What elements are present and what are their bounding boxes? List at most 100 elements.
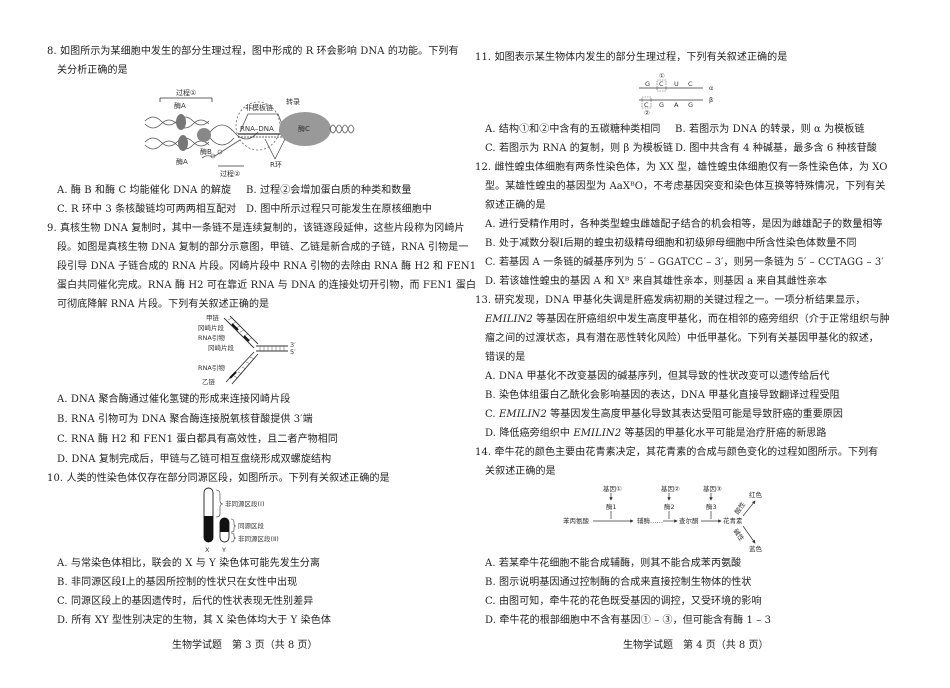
q10-stem-line1: 10. 人类的性染色体仅存在部分同源区段，如图所示。下列有关叙述正确的是 (47, 473, 390, 484)
q14-stem-line1: 14. 牵牛花的颜色主要由花青素决定，其花青素的合成与颜色变化的过程如图所示。下… (475, 447, 879, 458)
q12-stem-line3: 叙述正确的是 (485, 200, 546, 211)
q10-label-nonhomo2: 非同源区段(Ⅱ) (238, 534, 279, 543)
q10-label-homo: 同源区段 (238, 521, 265, 530)
q13-option-d[interactable]: D. 降低癌旁组织中 EMILIN2 等基因的甲基化水平可能是治疗肝癌的新思路 (485, 427, 827, 441)
q9-label-rna-primer2: RNA引物 (198, 363, 225, 372)
q14-anthocyanin: 花青素 (723, 516, 743, 525)
page-4-footer: 生物学试题 第 4 页（共 8 页） (623, 640, 769, 651)
q12-option-c[interactable]: C. 若基因 A 一条链的碱基序列为 5′ – GGATCC – 3′，则另一条… (485, 257, 884, 268)
q13-option-d-gene: EMILIN2 (573, 428, 622, 439)
q11-alpha-base-1: G (645, 80, 650, 88)
q8-option-d[interactable]: D. 图中所示过程只可能发生在原核细胞中 (246, 204, 433, 215)
q13-option-c-gene: EMILIN2 (498, 409, 547, 420)
q11-beta-base-4: G (688, 101, 693, 109)
q13-stem-line1: 13. 研究发现，DNA 甲基化失调是肝癌发病初期的关键过程之一。一项分析结果显… (475, 295, 866, 306)
q8-stem-line2: 关分析正确的是 (57, 65, 128, 76)
q14-enzyme3: 酶3 (706, 502, 717, 511)
q11-beta-base-2: G (659, 101, 664, 109)
q13-option-c-text: 等基因发生高度甲基化导致其表达受阻可能是导致肝癌的重要原因 (546, 409, 844, 420)
page-3: 8. 如图所示为某细胞中发生的部分生理过程，图中形成的 R 环会影响 DNA 的… (47, 46, 477, 651)
q11-alpha-label: α (709, 84, 713, 92)
q8-stem-line1: 8. 如图所示为某细胞中发生的部分生理过程，图中形成的 R 环会影响 DNA 的… (47, 46, 459, 57)
q10-option-a[interactable]: A. 与常染色体相比，联会的 X 与 Y 染色体可能先发生分离 (57, 558, 321, 569)
q14-option-d[interactable]: D. 牵牛花的根部细胞中不含有基因① – ③，但可能含有酶 1 – 3 (485, 615, 772, 626)
q8-option-b[interactable]: B. 过程②会增加蛋白质的种类和数量 (246, 185, 412, 196)
q8-label-process2: 过程② (220, 169, 240, 178)
q9-label-rna-primer1: RNA引物 (198, 333, 225, 342)
q11-beta-base-1: C (644, 101, 649, 109)
q11-stem-line1: 11. 如图表示某生物体内发生的部分生理过程，下列有关叙述正确的是 (475, 52, 788, 63)
q13-option-d-prefix: D. 降低癌旁组织中 (485, 428, 574, 439)
q13-stem-line2-text: 等基因在肝癌组织中发生高度甲基化，而在相邻的癌旁组织（介于正常组织与肿 (532, 314, 890, 325)
q14-coenzyme: 辅酶…… (637, 516, 663, 525)
q12-stem-line2: 型。某雄性蝗虫的基因型为 AaXᴮO，不考虑基因突变和染色体互换等特殊情况，下列… (485, 181, 886, 192)
q11-option-d[interactable]: D. 图中共含有 4 种碱基，最多含 6 种核苷酸 (675, 143, 877, 154)
q14-gene3: 基因③ (703, 484, 722, 493)
q13-option-d-text: 等基因的甲基化水平可能是治疗肝癌的新思路 (621, 428, 827, 439)
q12-option-a[interactable]: A. 进行受精作用时，各种类型蝗虫雌雄配子结合的机会相等，是因为雌雄配子的数量相… (485, 219, 883, 230)
q14-phenylalanine: 苯丙氨酸 (563, 516, 590, 525)
q14-red: 红色 (749, 490, 763, 499)
q14-gene2: 基因② (661, 484, 680, 493)
q8-label-process1: 过程① (176, 88, 196, 97)
q13-stem-line2: EMILIN2 等基因在肝癌组织中发生高度甲基化，而在相邻的癌旁组织（介于正常组… (485, 313, 890, 327)
q13-option-a[interactable]: A. DNA 甲基化不改变基因的碱基序列，但其导致的性状改变可以遗传给后代 (485, 371, 830, 382)
q13-gene-name: EMILIN2 (485, 314, 533, 325)
q8-option-a[interactable]: A. 酶 B 和酶 C 均能催化 DNA 的解旋 (57, 185, 232, 196)
q14-option-a[interactable]: A. 若某牵牛花细胞不能合成辅酶，则其不能合成苯丙氨酸 (485, 558, 742, 569)
q9-option-c[interactable]: C. RNA 酶 H2 和 FEN1 蛋白都具有高效性，且二者产物相同 (57, 434, 338, 445)
q14-figure-pathway: 基因① 酶1 苯丙氨酸 辅酶…… 基因② 酶2 查尔酮 基因③ 酶3 花青素 酸… (563, 483, 763, 555)
q13-stem-line4: 错误的是 (485, 352, 526, 363)
q10-label-nonhomo1: 非同源区段(Ⅰ) (225, 499, 265, 508)
q14-alkaline: 碱性 (731, 527, 746, 543)
q11-mark1: ① (659, 72, 665, 80)
q11-option-c[interactable]: C. 若图示为 RNA 的复制，则 β 为模板链 (485, 143, 674, 154)
q11-option-a[interactable]: A. 结构①和②中含有的五碳糖种类相同 (485, 124, 661, 135)
q10-label-y: Y (221, 546, 226, 554)
q9-stem-line4: 蛋白共同催化完成。RNA 酶 H2 可在靠近 RNA 与 DNA 的连接处切开引… (57, 280, 477, 291)
q9-option-a[interactable]: A. DNA 聚合酶通过催化氢键的形成来连接冈崎片段 (57, 394, 291, 405)
q14-option-b[interactable]: B. 图示说明基因通过控制酶的合成来直接控制生物体的性状 (485, 577, 752, 588)
q10-option-b[interactable]: B. 非同源区段Ⅰ上的基因所控制的性状只在女性中出现 (57, 577, 298, 588)
q11-alpha-base-4: C (688, 80, 693, 88)
q11-option-b[interactable]: B. 若图示为 DNA 的转录，则 α 为模板链 (675, 124, 865, 135)
q13-option-b[interactable]: B. 染色体组蛋白乙酰化会影响基因的表达，DNA 甲基化直接导致翻译过程受阻 (485, 390, 840, 401)
q14-chalcone: 查尔酮 (679, 516, 699, 525)
q8-label-rna-dna: RNA–DNA (240, 125, 274, 133)
q10-option-c[interactable]: C. 同源区段上的基因遗传时，后代的性状表现无性别差异 (57, 596, 314, 607)
q9-stem-line1: 9. 真核生物 DNA 复制时，其中一条链不是连续复制的，该链逐段延伸，这些片段… (47, 223, 465, 234)
q14-stem-line2: 关叙述正确的是 (485, 466, 556, 477)
q12-option-d[interactable]: D. 若该雄性蝗虫的基因 A 和 Xᴮ 来自其雄性亲本，则基因 a 来自其雌性亲… (485, 276, 828, 287)
q9-label-end5: 5′ (290, 348, 296, 356)
q9-label-okazaki2: 冈崎片段 (208, 343, 235, 352)
q8-label-enzymeA-bottom: 酶A (176, 157, 188, 166)
q13-option-c-prefix: C. (485, 409, 499, 420)
q14-enzyme1: 酶1 (606, 502, 617, 511)
q14-option-c[interactable]: C. 由图可知，牵牛花的花色既受基因的调控，又受环境的影响 (485, 596, 762, 607)
q8-option-c[interactable]: C. R 环中 3 条核酸链均可两两相互配对 (57, 204, 237, 215)
q9-option-d[interactable]: D. DNA 复制完成后，甲链与乙链可相互盘绕形成双螺旋结构 (57, 454, 332, 465)
q12-option-b[interactable]: B. 处于减数分裂Ⅰ后期的蝗虫初级精母细胞和初级卵母细胞中所含性染色体数量不同 (485, 238, 857, 249)
q10-option-d[interactable]: D. 所有 XY 型性别决定的生物，其 X 染色体均大于 Y 染色体 (57, 615, 331, 626)
q8-label-transcription: 转录 (286, 97, 300, 106)
q10-figure-sex-chromosomes: 非同源区段(Ⅰ) 同源区段 非同源区段(Ⅱ) X Y (200, 486, 310, 556)
q9-option-b[interactable]: B. RNA 引物可为 DNA 聚合酶连接脱氧核苷酸提供 3′端 (57, 414, 313, 425)
q14-gene1: 基因① (603, 484, 622, 493)
q11-alpha-base-2: C (659, 80, 664, 88)
q8-label-enzymeA-top: 酶A (174, 101, 186, 110)
q11-figure-strands: ① G C U C C G A G ② α β (635, 70, 725, 116)
q9-label-okazaki1: 冈崎片段 (198, 323, 225, 332)
q9-stem-line5: 可彻底降解 RNA 片段。下列有关叙述正确的是 (57, 299, 270, 310)
q9-stem-line2: 段。如图是真核生物 DNA 复制的部分示意图，甲链、乙链是新合成的子链，RNA … (57, 242, 469, 253)
q11-mark2: ② (644, 109, 650, 116)
q12-stem-line1: 12. 雌性蝗虫体细胞有两条性染色体，为 XX 型，雄性蝗虫体细胞仅有一条性染色… (475, 162, 888, 173)
q9-label-chain-yi: 乙链 (202, 377, 216, 386)
q8-label-enzymeB: 酶B (200, 147, 212, 156)
q9-label-end3: 3′ (290, 341, 296, 349)
q13-option-c[interactable]: C. EMILIN2 等基因发生高度甲基化导致其表达受阻可能是导致肝癌的重要原因 (485, 408, 843, 422)
page-4: 11. 如图表示某生物体内发生的部分生理过程，下列有关叙述正确的是 ① G C … (475, 0, 950, 688)
q11-beta-label: β (709, 96, 713, 104)
q14-enzyme2: 酶2 (664, 502, 675, 511)
q11-alpha-base-3: U (674, 80, 679, 88)
q8-figure-r-loop: 过程① 酶A 酶A 酶B 非模板链 转录 RNA–DNA 酶C (140, 84, 360, 180)
